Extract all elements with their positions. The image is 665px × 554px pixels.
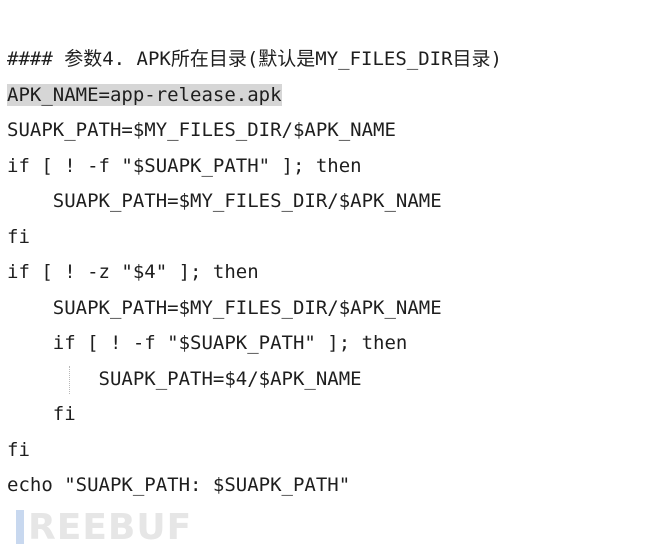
code-line-1[interactable]: #### 参数4. APK所在目录(默认是MY_FILES_DIR目录) (0, 42, 665, 78)
code-line-text: if [ ! -f "$SUAPK_PATH" ]; then (7, 154, 362, 177)
code-line-12[interactable]: fi (0, 433, 665, 469)
code-line-11[interactable]: fi (0, 397, 665, 433)
freebuf-watermark: REEBUF (16, 507, 192, 548)
code-line-10[interactable]: SUAPK_PATH=$4/$APK_NAME (0, 362, 665, 398)
code-line-text: SUAPK_PATH=$MY_FILES_DIR/$APK_NAME (7, 119, 396, 141)
code-line-text: fi (7, 225, 30, 248)
code-line-text: #### 参数4. APK所在目录(默认是MY_FILES_DIR目录) (7, 48, 502, 70)
code-line-7[interactable]: if [ ! -z "$4" ]; then (0, 255, 665, 291)
code-line-text: echo "SUAPK_PATH: $SUAPK_PATH" (7, 474, 351, 496)
code-line-text: fi (7, 438, 30, 461)
code-line-3[interactable]: SUAPK_PATH=$MY_FILES_DIR/$APK_NAME (0, 113, 665, 149)
indent-guide (69, 365, 70, 394)
code-line-text: SUAPK_PATH=$4/$APK_NAME (7, 367, 362, 390)
code-line-text: if [ ! -z "$4" ]; then (7, 261, 259, 283)
code-line-text: SUAPK_PATH=$MY_FILES_DIR/$APK_NAME (7, 296, 442, 319)
code-line-5[interactable]: SUAPK_PATH=$MY_FILES_DIR/$APK_NAME (0, 184, 665, 220)
code-line-text: if [ ! -f "$SUAPK_PATH" ]; then (7, 332, 408, 354)
code-line-text: SUAPK_PATH=$MY_FILES_DIR/$APK_NAME (7, 190, 442, 212)
watermark-text: REEBUF (28, 507, 193, 548)
code-line-6[interactable]: fi (0, 220, 665, 256)
code-line-text: fi (7, 403, 76, 425)
code-line-9[interactable]: if [ ! -f "$SUAPK_PATH" ]; then (0, 326, 665, 362)
code-line-text: APK_NAME=app-release.apk (7, 83, 282, 106)
code-line-8[interactable]: SUAPK_PATH=$MY_FILES_DIR/$APK_NAME (0, 291, 665, 327)
code-line-2[interactable]: APK_NAME=app-release.apk (0, 78, 665, 114)
code-lines: #### 参数4. APK所在目录(默认是MY_FILES_DIR目录) APK… (0, 42, 665, 504)
code-line-13[interactable]: echo "SUAPK_PATH: $SUAPK_PATH" (0, 468, 665, 504)
code-line-4[interactable]: if [ ! -f "$SUAPK_PATH" ]; then (0, 149, 665, 185)
watermark-logo-bar (16, 510, 24, 544)
